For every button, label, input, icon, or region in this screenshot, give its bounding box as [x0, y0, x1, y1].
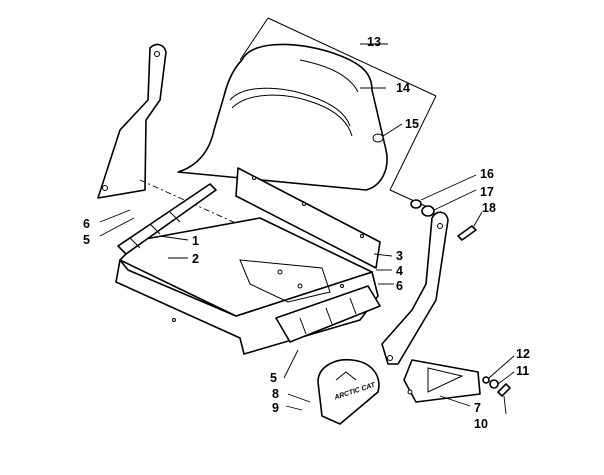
lower-slotted-plate [275, 285, 381, 343]
callout-7: 7 [474, 401, 481, 415]
callout-8: 8 [272, 387, 279, 401]
callout-5-left: 5 [83, 233, 90, 247]
callout-labels: 13 14 15 16 17 18 6 5 1 2 3 4 6 5 8 9 12… [83, 35, 530, 431]
backrest-pad [177, 43, 388, 191]
stud-15 [372, 123, 403, 143]
hardware-16-17 [410, 174, 477, 217]
callout-18: 18 [482, 201, 496, 215]
callout-12: 12 [516, 347, 530, 361]
callout-10: 10 [474, 417, 488, 431]
left-bracket [97, 43, 261, 235]
callout-14: 14 [396, 81, 410, 95]
callout-11: 11 [516, 364, 529, 378]
bolt-18 [457, 211, 483, 241]
callout-15: 15 [405, 117, 419, 131]
corner-brace [403, 359, 481, 403]
callout-1: 1 [192, 234, 199, 248]
logo-plate: ARCTIC CAT [317, 358, 380, 425]
callout-6-right: 6 [396, 279, 403, 293]
leader-lines [99, 43, 471, 411]
callout-4: 4 [396, 264, 403, 278]
right-bracket [381, 211, 449, 365]
rear-panel [235, 167, 381, 269]
hardware-10-11-12 [482, 355, 515, 415]
front-bracket-plate [117, 183, 217, 255]
callout-3: 3 [396, 249, 403, 263]
callout-17: 17 [480, 185, 494, 199]
callout-9: 9 [272, 401, 279, 415]
callout-5-lower: 5 [270, 371, 277, 385]
callout-2: 2 [192, 252, 199, 266]
callout-16: 16 [480, 167, 494, 181]
callout-6-left: 6 [83, 217, 90, 231]
callout-13: 13 [367, 35, 381, 49]
